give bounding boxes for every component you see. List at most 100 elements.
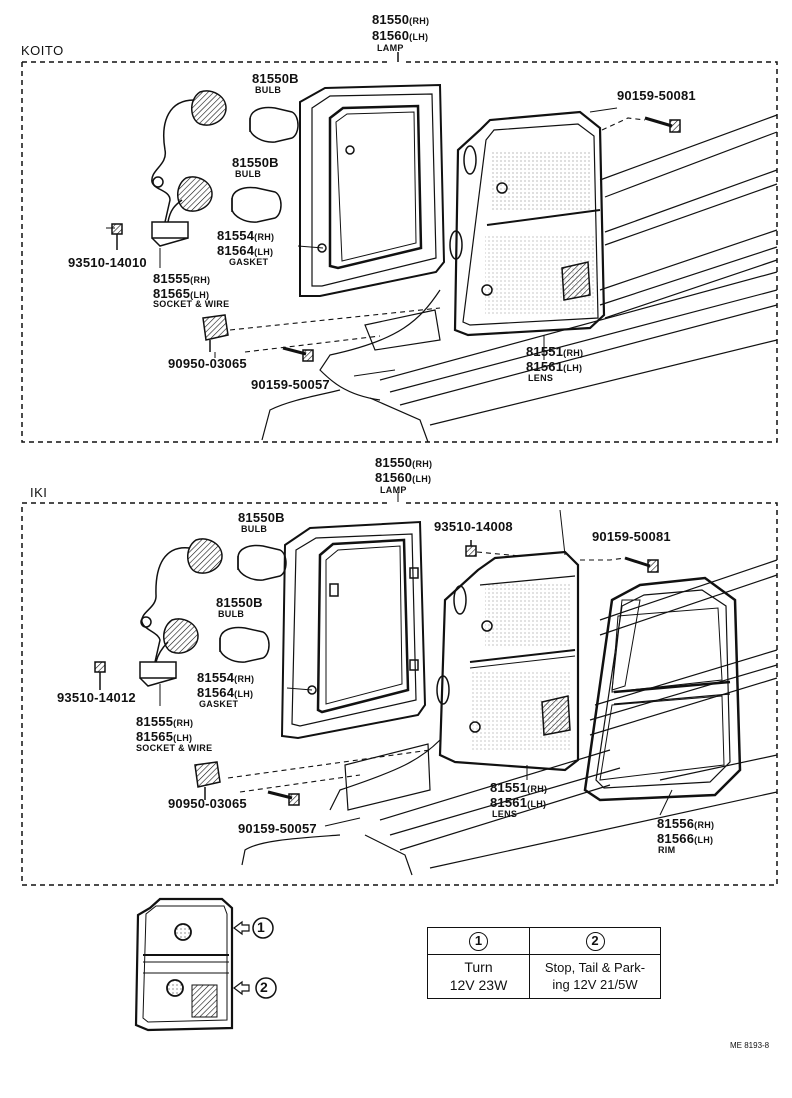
- koito-gasket-rh-pn: 81554: [217, 228, 255, 243]
- iki-lens-lh-suffix: (LH): [527, 799, 547, 809]
- iki-rim-rh-pn: 81556: [657, 816, 695, 831]
- koito-section-title: KOITO: [21, 43, 64, 58]
- iki-bulb-top: [237, 544, 287, 581]
- iki-body-lines: [241, 559, 778, 876]
- koito-bulb-top-desc: BULB: [255, 85, 282, 95]
- koito-clip: [202, 314, 229, 352]
- iki-lamp-lh-suffix: (LH): [412, 474, 432, 484]
- koito-lens-rh-pn: 81551: [526, 344, 564, 359]
- koito-lens-lh-suffix: (LH): [563, 363, 583, 373]
- iki-bulb-mid: [219, 626, 270, 663]
- koito-socket-rh-pn: 81555: [153, 271, 191, 286]
- iki-rim-desc: RIM: [658, 845, 676, 855]
- iki-lens-desc: LENS: [492, 809, 518, 819]
- koito-bulb-mid-pn: 81550B: [232, 155, 279, 170]
- iki-rim-rh: 81556(RH): [657, 816, 714, 832]
- koito-gasket-desc: GASKET: [229, 257, 269, 267]
- iki-lamp-lh: 81560: [375, 470, 413, 485]
- iki-lamp-housing: [438, 550, 580, 772]
- iki-socket-rh-pn: 81555: [136, 714, 174, 729]
- turn-bulb-position: [174, 923, 192, 941]
- iki-bulb-mid-desc: BULB: [218, 609, 245, 619]
- reference-code: ME 8193-8: [730, 1041, 770, 1050]
- iki-socket-desc: SOCKET & WIRE: [136, 743, 213, 753]
- iki-bulb-mid-pn: 81550B: [216, 595, 263, 610]
- koito-lens-lh: 81561(LH): [526, 359, 582, 375]
- koito-screw-top-pn: 90159-50081: [617, 88, 696, 103]
- bulb-position-diagram: [134, 897, 277, 1032]
- iki-screw-small: [94, 661, 106, 690]
- legend-turn-spec: Turn 12V 23W: [428, 955, 530, 998]
- koito-gasket-rh: 81554(RH): [217, 228, 274, 244]
- stop-bulb-position: [166, 979, 184, 997]
- iki-bulb-top-pn: 81550B: [238, 510, 285, 525]
- iki-bulb-top-desc: BULB: [241, 524, 268, 534]
- koito-socket-wire: [151, 90, 227, 247]
- koito-lamp-rh-suffix: (RH): [409, 16, 430, 26]
- koito-gasket: [299, 83, 446, 297]
- koito-lamp-label-lh: 81560(LH): [372, 28, 428, 44]
- koito-lamp-housing: [453, 110, 606, 337]
- iki-rim-lh-pn: 81566: [657, 831, 695, 846]
- iki-gasket-desc: GASKET: [199, 699, 239, 709]
- legend-header-2: 2: [530, 928, 660, 955]
- iki-rim-lh-suffix: (LH): [694, 835, 714, 845]
- koito-bulb-mid: [231, 186, 282, 223]
- iki-screw-bottom-pn: 90159-50057: [238, 821, 317, 836]
- iki-lamp-desc: LAMP: [380, 485, 407, 495]
- iki-socket-wire: [139, 538, 223, 687]
- iki-clip-pn: 90950-03065: [168, 796, 247, 811]
- legend-stop-spec: Stop, Tail & Park- ing 12V 21/5W: [544, 960, 646, 992]
- iki-gasket: [280, 520, 427, 740]
- koito-gasket-lh-suffix: (LH): [254, 247, 274, 257]
- arrow-marker-1: [233, 920, 250, 936]
- iki-lens-rh: 81551(RH): [490, 780, 547, 796]
- iki-socket-lh: 81565(LH): [136, 729, 192, 745]
- marker-2-label: 2: [260, 979, 268, 995]
- iki-gasket-lh-suffix: (LH): [234, 689, 254, 699]
- koito-section: [21, 52, 778, 443]
- koito-lens-rh-suffix: (RH): [563, 348, 584, 358]
- koito-lens-desc: LENS: [528, 373, 554, 383]
- iki-socket-lh-suffix: (LH): [173, 733, 193, 743]
- koito-screw-bottom: [282, 346, 314, 362]
- iki-section: [21, 492, 778, 886]
- arrow-marker-2: [233, 980, 250, 996]
- iki-gasket-rh-pn: 81554: [197, 670, 235, 685]
- koito-socket-lh-suffix: (LH): [190, 290, 210, 300]
- iki-section-title: IKI: [30, 485, 48, 500]
- koito-socket-rh-suffix: (RH): [190, 275, 211, 285]
- koito-socket-rh: 81555(RH): [153, 271, 210, 287]
- iki-lens-lh: 81561(LH): [490, 795, 546, 811]
- koito-bulb-top-pn: 81550B: [252, 71, 299, 86]
- koito-bulb-mid-desc: BULB: [235, 169, 262, 179]
- iki-rim-lh: 81566(LH): [657, 831, 713, 847]
- iki-gasket-lh: 81564(LH): [197, 685, 253, 701]
- iki-screw-lens-pn: 93510-14008: [434, 519, 513, 534]
- koito-lens-lh-pn: 81561: [526, 359, 564, 374]
- iki-screw-small-pn: 93510-14012: [57, 690, 136, 705]
- koito-lens-rh: 81551(RH): [526, 344, 583, 360]
- koito-lamp-rh: 81550: [372, 12, 410, 27]
- koito-lamp-lh-suffix: (LH): [409, 32, 429, 42]
- iki-lamp-label: 81550(RH): [375, 455, 432, 471]
- koito-gasket-rh-suffix: (RH): [254, 232, 275, 242]
- iki-screw-lens: [465, 540, 477, 557]
- iki-lamp-rh: 81550: [375, 455, 413, 470]
- marker-1-label: 1: [257, 919, 265, 935]
- legend-header-1: 1: [428, 928, 530, 955]
- iki-gasket-rh-suffix: (RH): [234, 674, 255, 684]
- koito-socket-lh-pn: 81565: [153, 286, 191, 301]
- iki-gasket-rh: 81554(RH): [197, 670, 254, 686]
- iki-gasket-lh-pn: 81564: [197, 685, 235, 700]
- koito-screw-small-pn: 93510-14010: [68, 255, 147, 270]
- koito-screw-small: [111, 223, 123, 250]
- koito-screw-top: [644, 116, 681, 133]
- iki-screw-top-pn: 90159-50081: [592, 529, 671, 544]
- legend-header-2-num: 2: [585, 931, 605, 951]
- iki-socket-rh-suffix: (RH): [173, 718, 194, 728]
- iki-lens-rh-suffix: (RH): [527, 784, 548, 794]
- iki-lens-rh-pn: 81551: [490, 780, 528, 795]
- iki-socket-rh: 81555(RH): [136, 714, 193, 730]
